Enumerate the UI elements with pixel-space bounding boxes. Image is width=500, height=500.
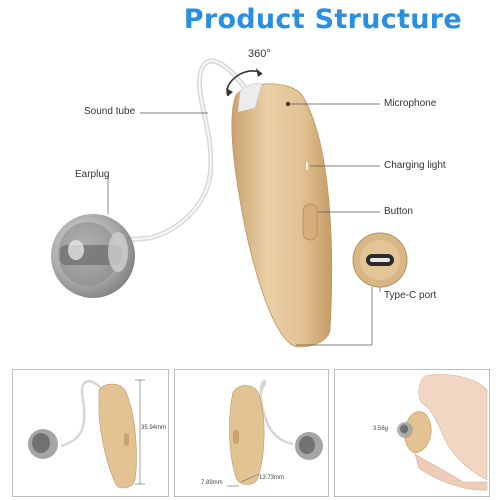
weight-panel: 3.56g <box>334 369 490 497</box>
sound-tube <box>122 58 251 243</box>
height-value: 35.94mm <box>141 425 167 431</box>
type-c-port-inset <box>352 232 408 288</box>
side-button <box>302 203 318 241</box>
type-c-port-label: Type-C port <box>384 290 437 301</box>
depth-value: 7.89mm <box>201 480 223 486</box>
microphone-hole <box>285 101 291 107</box>
page-title: Product Structure <box>183 4 462 35</box>
weight-value: 3.56g <box>373 426 389 432</box>
charging-light-label: Charging light <box>384 160 446 171</box>
hearing-aid-body <box>231 83 333 348</box>
width-dimension-panel: 7.89mm 13.73mm <box>174 369 329 497</box>
button-label: Button <box>384 206 413 217</box>
microphone-label: Microphone <box>384 98 437 109</box>
charging-light <box>306 162 308 170</box>
earplug-label: Earplug <box>75 169 110 180</box>
earplug <box>51 214 135 298</box>
hearing-aid-diagram <box>51 58 408 348</box>
rotation-label: 360° <box>248 48 271 60</box>
height-dimension-panel: 35.94mm <box>12 369 169 497</box>
sound-tube-label: Sound tube <box>84 106 136 117</box>
width-value: 13.73mm <box>259 475 285 481</box>
